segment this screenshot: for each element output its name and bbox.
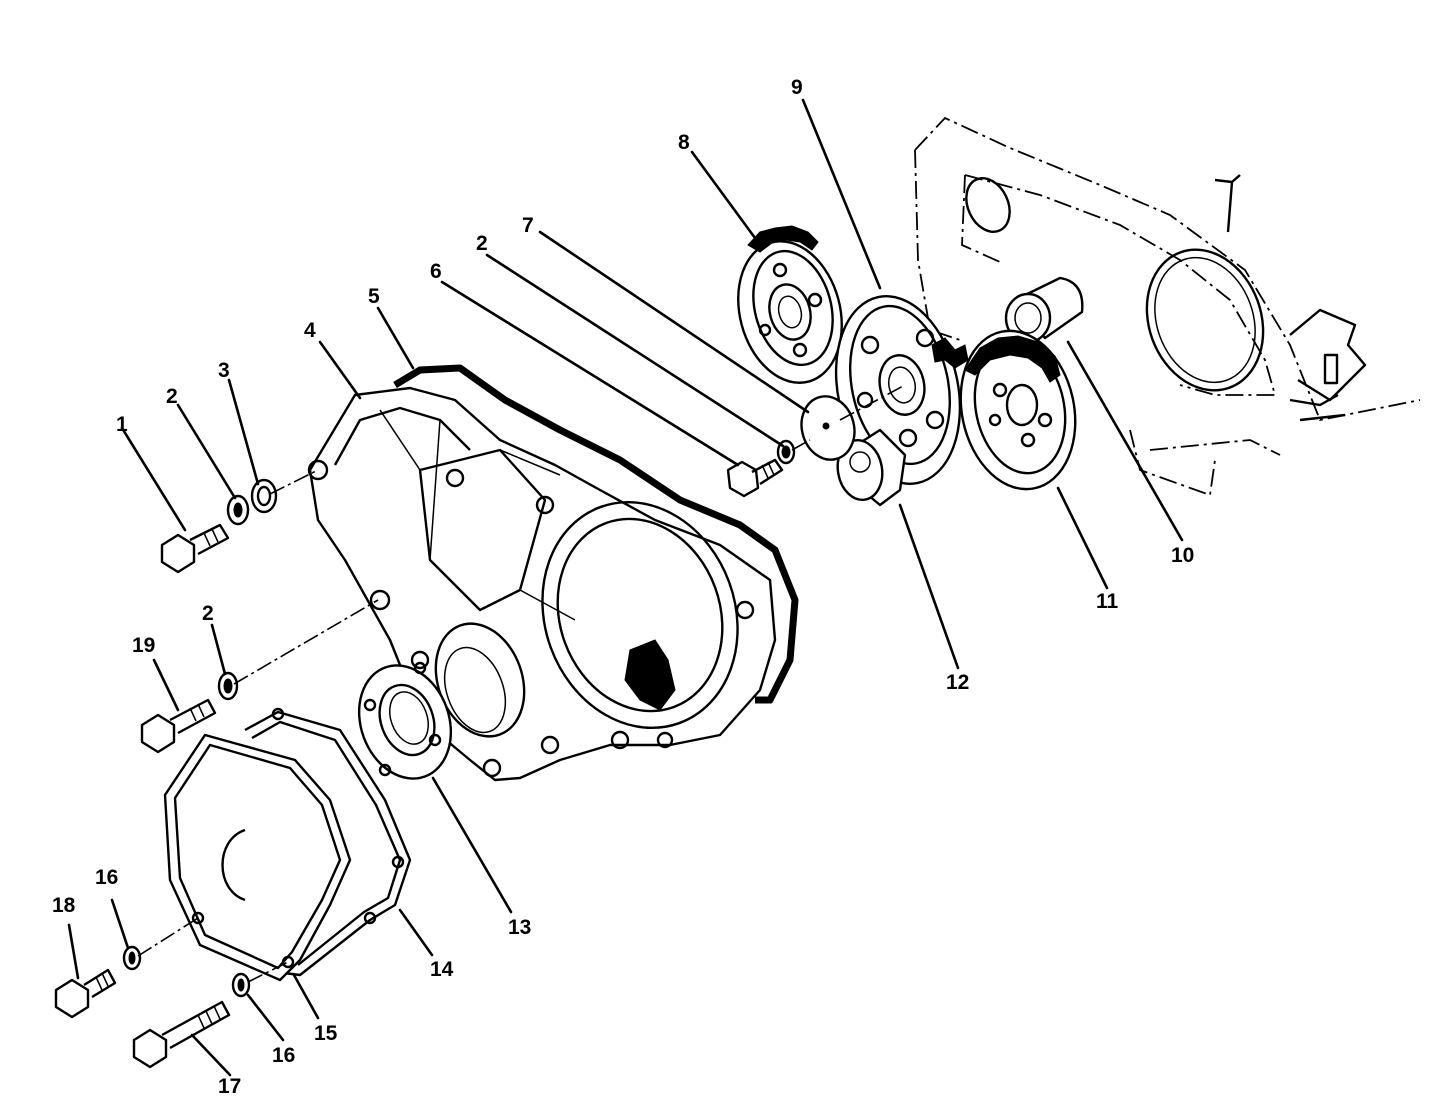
gasket-14 — [244, 707, 412, 977]
callout-13: 13 — [508, 916, 531, 939]
callout-labels: 1 2 3 4 5 6 2 7 8 9 10 11 12 13 14 15 16… — [52, 76, 1194, 1098]
callout-15: 15 — [314, 1022, 338, 1045]
washer-3 — [250, 478, 278, 514]
callout-6: 6 — [430, 260, 442, 283]
callout-7: 7 — [522, 214, 534, 237]
callout-12: 12 — [946, 671, 969, 694]
callout-2-bolt1: 2 — [166, 385, 178, 408]
gear-9 — [834, 295, 969, 485]
oil-seal-13 — [357, 661, 453, 780]
shaft-10 — [1004, 276, 1084, 344]
callout-1: 1 — [116, 413, 128, 436]
bolt-19 — [140, 698, 217, 754]
callout-5: 5 — [368, 285, 380, 308]
bolt-1 — [160, 523, 230, 574]
callout-14: 14 — [430, 958, 454, 981]
callout-4: 4 — [304, 319, 316, 342]
gasket-5 — [393, 364, 799, 704]
callout-9: 9 — [791, 76, 803, 99]
assembly-centerlines — [137, 384, 906, 983]
callout-19: 19 — [132, 634, 155, 657]
callout-2-bolt19: 2 — [202, 602, 214, 625]
washer-2-upper — [776, 439, 796, 465]
callout-18: 18 — [52, 894, 76, 917]
bolt-6 — [726, 458, 784, 498]
spacer-12 — [836, 428, 907, 507]
washer-7 — [800, 395, 856, 461]
callout-8: 8 — [678, 131, 690, 154]
bolt-18 — [54, 968, 117, 1019]
washer-16-upper — [122, 945, 142, 971]
gear-8 — [737, 225, 843, 384]
gear-11 — [959, 329, 1077, 491]
callout-10: 10 — [1171, 544, 1194, 567]
callout-16-lower: 16 — [272, 1044, 295, 1067]
callout-11: 11 — [1096, 590, 1119, 613]
bolt-17 — [132, 1000, 231, 1069]
washer-2-left — [226, 494, 250, 526]
washer-16-lower — [231, 972, 251, 998]
callout-2-bolt6: 2 — [476, 232, 488, 255]
callout-17: 17 — [218, 1075, 241, 1098]
leader-lines — [67, 98, 1184, 1077]
washer-2-lower — [217, 671, 239, 701]
cover-plate-15 — [163, 733, 352, 982]
engine-block-outline — [914, 116, 1421, 497]
callout-3: 3 — [218, 359, 230, 382]
callout-16-upper: 16 — [95, 866, 118, 889]
